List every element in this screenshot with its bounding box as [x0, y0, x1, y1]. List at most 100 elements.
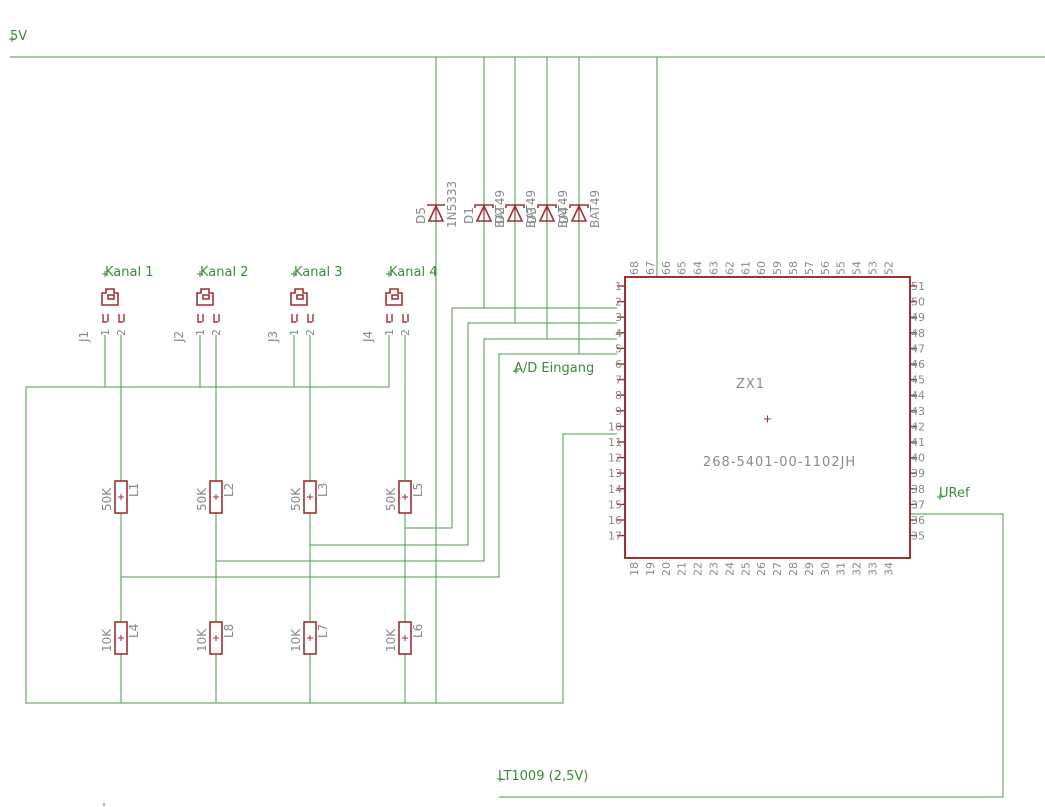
wire-uref: [499, 513, 1004, 798]
net-origin-icon: [497, 776, 503, 782]
chip-pin-number: 30: [819, 562, 832, 576]
chip-name: ZX1: [736, 377, 765, 392]
chip-pin-number: 29: [803, 562, 816, 576]
diode-designator: D2: [493, 207, 507, 224]
chip-pin-number: 23: [708, 562, 721, 576]
chip-pin-number: 51: [911, 280, 925, 293]
chip-pin-number: 44: [911, 389, 925, 402]
chip-pin-number: 18: [628, 562, 641, 576]
chip-pin-number: 34: [882, 562, 895, 576]
resistor-value: 10K: [100, 628, 114, 652]
connector-pin2-number: 2: [304, 329, 317, 336]
chip-pin-number: 43: [911, 405, 925, 418]
connector-pin1-number: 1: [99, 329, 112, 336]
chip-pin-number: 19: [644, 562, 657, 576]
connector-channel-label: Kanal 2: [200, 265, 248, 280]
connector-designator: J4: [361, 331, 375, 343]
resistor-origin-icon: [118, 635, 124, 641]
chip-pin-number: 63: [708, 261, 721, 275]
diode-d1: D1 BAT49: [462, 190, 507, 228]
resistor-designator: L7: [316, 624, 330, 638]
chip-pin-number: 56: [819, 261, 832, 275]
resistor-origin-icon: [118, 494, 124, 500]
chip-pin-number: 33: [867, 562, 880, 576]
net-origin-icon: [291, 271, 297, 277]
chip-pins: 1234567891011121314151617515049484746454…: [608, 261, 925, 576]
resistor-designator: L8: [222, 624, 236, 638]
chip-pin-number: 14: [608, 483, 622, 496]
chip-pin-number: 41: [911, 436, 925, 449]
connector-socket-icon: [196, 288, 214, 306]
resistor-origin-icon: [213, 494, 219, 500]
chip-origin-icon: [764, 415, 771, 423]
connector-socket-icon: [385, 288, 403, 306]
chip-pin-number: 68: [628, 261, 641, 275]
diode-value: BAT49: [493, 190, 507, 228]
resistor-origin-icon: [213, 635, 219, 641]
diode-designator: D5: [414, 207, 428, 224]
chip-pin-number: 62: [723, 261, 736, 275]
net-label-lt1009: LT1009 (2,5V): [498, 769, 588, 784]
connector-channel-label: Kanal 1: [105, 265, 153, 280]
resistor-designator: L4: [127, 624, 141, 638]
net-label-uref: URef: [939, 486, 970, 501]
chip-pin-number: 10: [608, 420, 622, 433]
net-origin-icon: [937, 494, 943, 500]
diode-value: 1N5333: [445, 181, 459, 228]
chip-pin-number: 25: [739, 562, 752, 576]
connector-designator: J1: [77, 331, 91, 343]
resistor-origin-icon: [307, 494, 313, 500]
connector-pin2-number: 2: [115, 329, 128, 336]
chip-pin-number: 50: [911, 296, 925, 309]
wire-tap-ch4: [405, 307, 484, 529]
chip-pin-number: 8: [615, 389, 622, 402]
chip-pin-number: 11: [608, 436, 622, 449]
chip-pin-number: 20: [660, 562, 673, 576]
chip-pin-number: 49: [911, 311, 925, 324]
chip-pin-number: 4: [615, 327, 622, 340]
net-origin-icon: [102, 271, 108, 277]
resistor-value: 10K: [384, 628, 398, 652]
diode-designator: D1: [462, 207, 476, 224]
net-origin-icon: [386, 271, 392, 277]
connector-pin2-number: 2: [210, 329, 223, 336]
chip-pin-number: 35: [911, 530, 925, 543]
chip-pin-number: 3: [615, 311, 622, 324]
wire-tap-ch1: [121, 353, 579, 578]
resistor-designator: L2: [222, 483, 236, 497]
chip-pin-number: 31: [835, 562, 848, 576]
chip-pin-number: 32: [851, 562, 864, 576]
chip-pin-number: 1: [615, 280, 622, 293]
chip-pin-number: 39: [911, 467, 925, 480]
connector-pins-icon: [386, 314, 409, 323]
resistor-designator: L3: [316, 483, 330, 497]
net-origin-icon: [513, 368, 519, 374]
diode-value: BAT49: [588, 190, 602, 228]
chip-pin-number: 7: [615, 374, 622, 387]
chip-pin-number: 65: [676, 261, 689, 275]
connector-designator: J2: [172, 331, 186, 343]
resistor-origin-icon: [307, 635, 313, 641]
connector-designator: J3: [266, 331, 280, 343]
chip-pin-number: 5: [615, 342, 622, 355]
chip-pin-number: 53: [867, 261, 880, 275]
diode-d5: D5 1N5333: [414, 181, 459, 228]
connector-pin2-number: 2: [399, 329, 412, 336]
chip-pin-number: 59: [771, 261, 784, 275]
chip-pin-number: 66: [660, 261, 673, 275]
resistor-l4: 10K L4: [100, 621, 141, 655]
chip-pin-number: 12: [608, 452, 622, 465]
resistor-origin-icon: [402, 635, 408, 641]
chip-pin-number: 15: [608, 498, 622, 511]
chip-pin-number: 64: [692, 261, 705, 275]
net-label-adc: A/D Eingang: [514, 361, 594, 376]
chip-pin-number: 28: [787, 562, 800, 576]
